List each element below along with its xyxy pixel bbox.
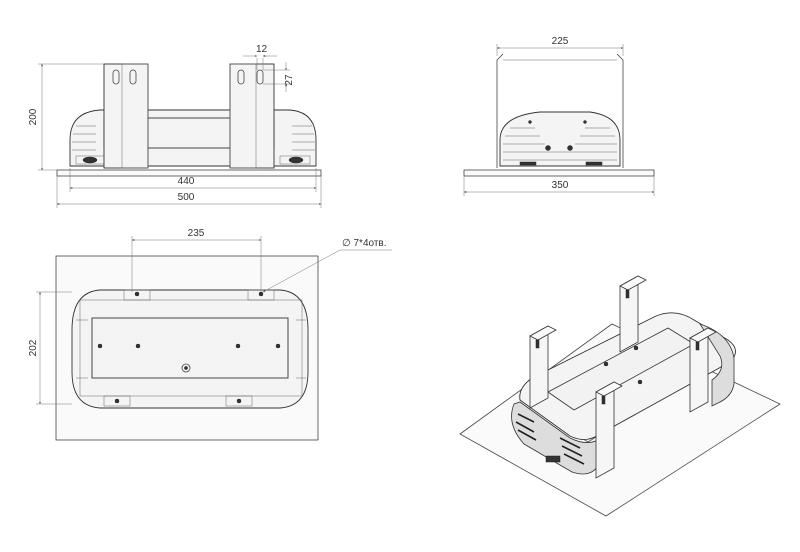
dim-slot-height: 27 <box>284 74 295 86</box>
dim-body-length: 440 <box>178 176 195 187</box>
side-view: 225 350 <box>463 36 655 196</box>
dim-plate-length: 500 <box>178 192 195 203</box>
top-view: 235 202 ∅ 7*4отв. <box>28 228 392 441</box>
dim-bracket-width: 225 <box>552 36 569 47</box>
isometric-view <box>459 275 781 517</box>
dim-slot-width: 12 <box>256 44 268 55</box>
front-view: 12 27 200 440 500 <box>28 44 322 208</box>
dim-height: 200 <box>28 108 39 125</box>
hole-callout: ∅ 7*4отв. <box>342 238 387 249</box>
dim-body-width: 202 <box>28 339 39 356</box>
dim-mount-spacing: 235 <box>188 228 205 239</box>
dim-plate-width: 350 <box>552 180 569 191</box>
